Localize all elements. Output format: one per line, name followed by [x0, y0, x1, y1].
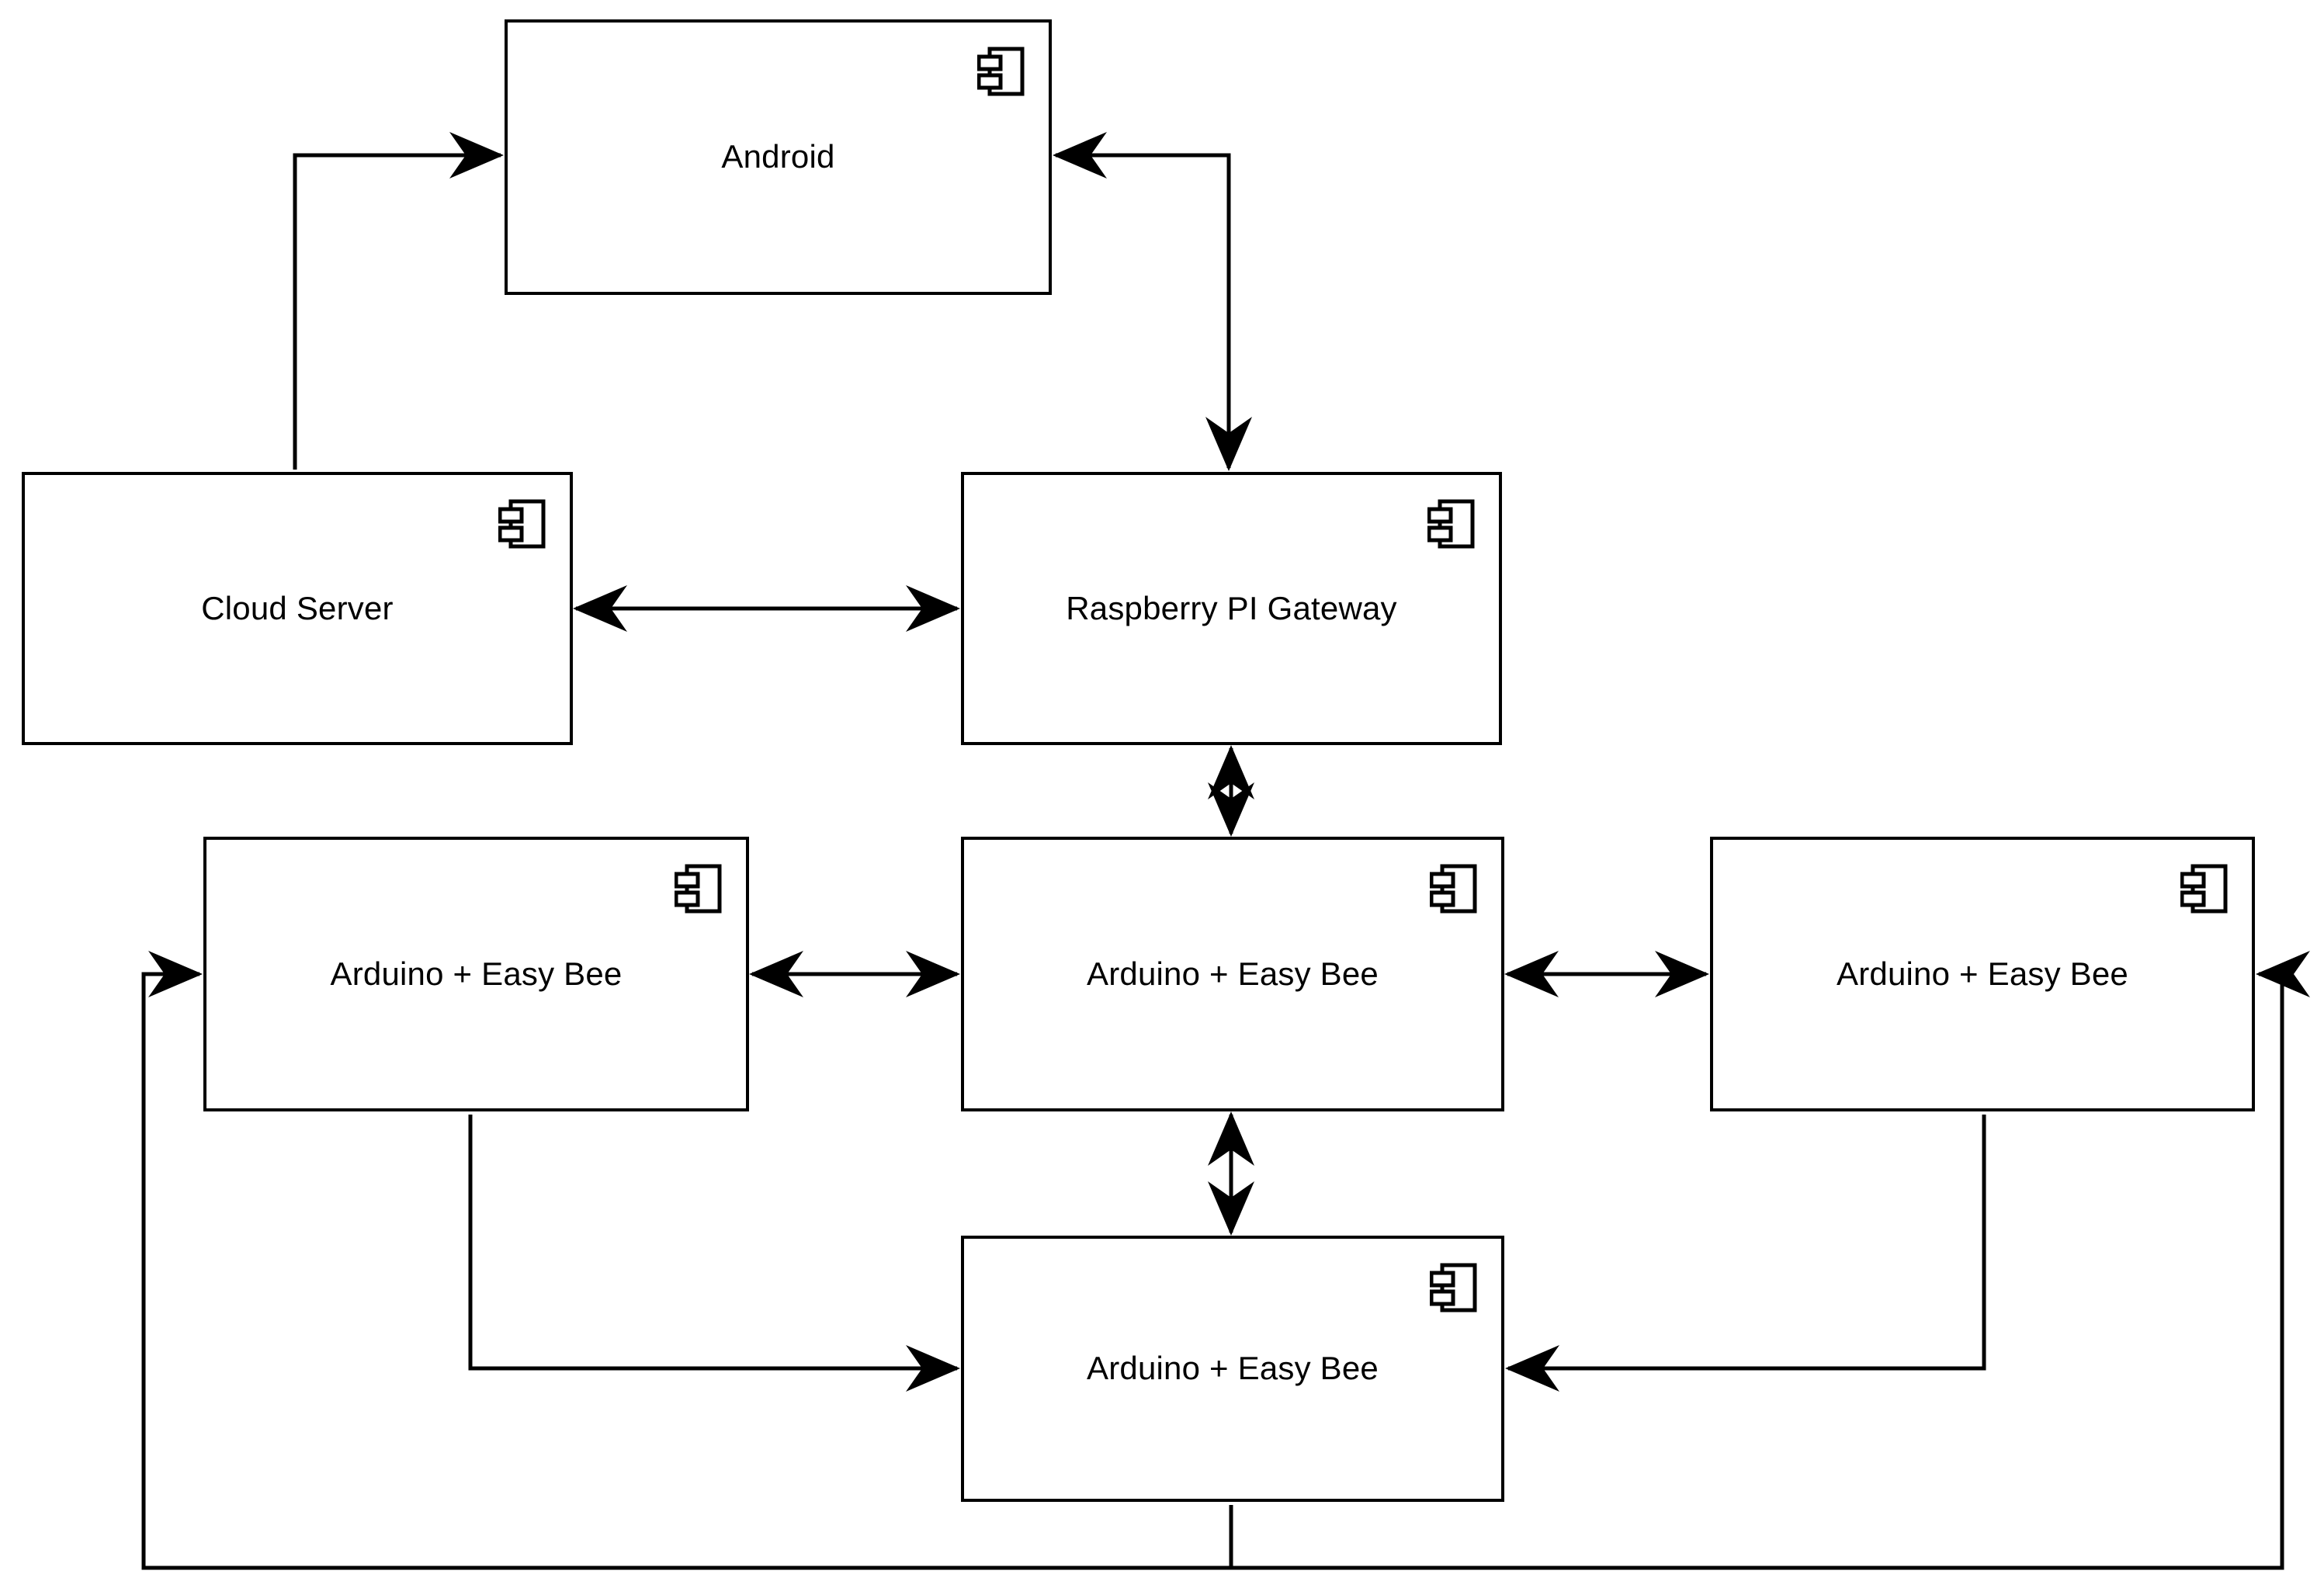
- uml-component-icon: [498, 499, 546, 549]
- uml-component-icon: [1430, 1263, 1477, 1312]
- component-cloud-server[interactable]: Cloud Server: [22, 472, 573, 745]
- component-raspberry-pi-gateway[interactable]: Raspberry PI Gateway: [961, 472, 1502, 745]
- uml-component-icon: [1427, 499, 1475, 549]
- edge-android-to-raspberry: [1056, 153, 1252, 472]
- component-android[interactable]: Android: [505, 19, 1052, 295]
- component-android-label: Android: [721, 138, 835, 175]
- component-arduino-bottom[interactable]: Arduino + Easy Bee: [961, 1236, 1504, 1502]
- component-arduino-right[interactable]: Arduino + Easy Bee: [1710, 837, 2255, 1111]
- edge-arduino-right-to-bottom: [1504, 1115, 1986, 1392]
- component-arduino-left[interactable]: Arduino + Easy Bee: [203, 837, 749, 1111]
- uml-component-icon: [1430, 864, 1477, 914]
- component-cloud-server-label: Cloud Server: [201, 589, 394, 626]
- component-arduino-middle-label: Arduino + Easy Bee: [1086, 955, 1379, 992]
- edge-arduino-left-to-bottom: [468, 1115, 961, 1392]
- component-arduino-bottom-label: Arduino + Easy Bee: [1086, 1350, 1379, 1387]
- component-arduino-middle[interactable]: Arduino + Easy Bee: [961, 837, 1504, 1111]
- edge-cloud-to-android: [293, 132, 505, 470]
- uml-component-icon: [2180, 864, 2228, 914]
- component-arduino-right-label: Arduino + Easy Bee: [1836, 955, 2128, 992]
- uml-component-icon: [675, 864, 722, 914]
- uml-component-icon: [977, 47, 1025, 96]
- component-raspberry-pi-gateway-label: Raspberry PI Gateway: [1066, 589, 1397, 626]
- component-arduino-left-label: Arduino + Easy Bee: [330, 955, 623, 992]
